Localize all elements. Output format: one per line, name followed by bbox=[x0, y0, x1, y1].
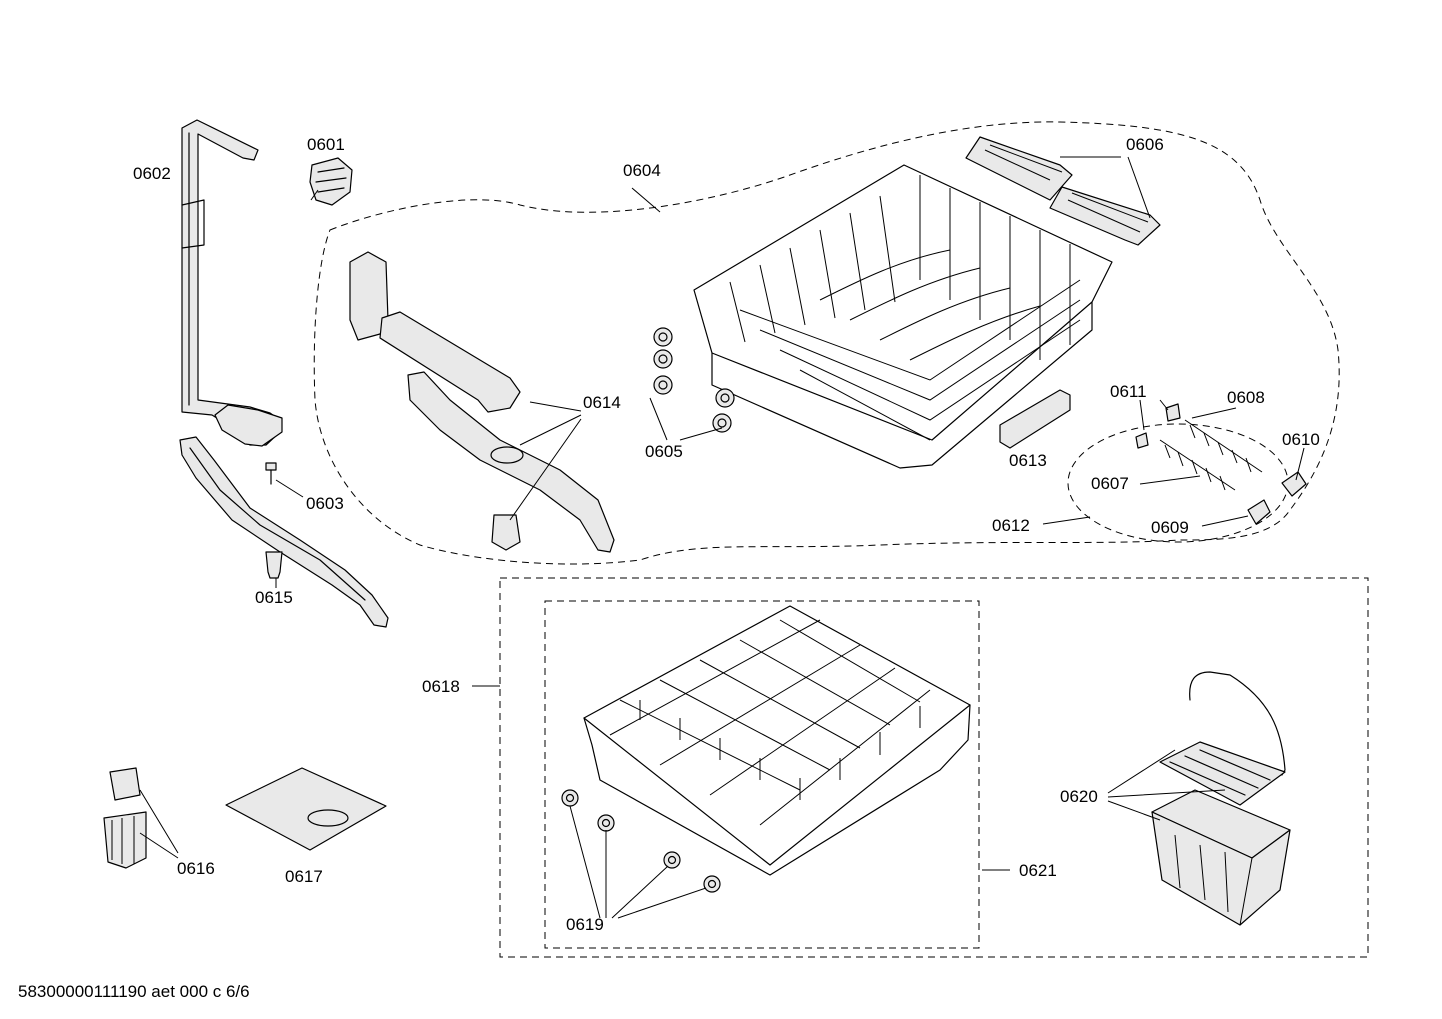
lower-rack-group-outline bbox=[499, 577, 1369, 958]
label-0615: 0615 bbox=[255, 588, 293, 607]
label-0603: 0603 bbox=[306, 494, 344, 513]
part-0616-filter bbox=[103, 767, 147, 869]
label-0604: 0604 bbox=[623, 161, 661, 180]
label-0614: 0614 bbox=[583, 393, 621, 412]
part-0619-lower-rack-wheels bbox=[561, 789, 721, 893]
label-0602: 0602 bbox=[133, 164, 171, 183]
lower-rack-inner-outline bbox=[544, 600, 980, 949]
part-0613-handle bbox=[999, 389, 1071, 449]
label-0617: 0617 bbox=[285, 867, 323, 886]
label-0607: 0607 bbox=[1091, 474, 1129, 493]
label-0618: 0618 bbox=[422, 677, 460, 696]
part-0604-upper-rack bbox=[693, 164, 1113, 469]
part-0605-rack-rollers bbox=[653, 327, 735, 433]
lower-dish-rack bbox=[583, 605, 971, 876]
label-0613: 0613 bbox=[1009, 451, 1047, 470]
part-0615-lower-spray-arm bbox=[179, 436, 389, 628]
part-0609-0610-0611-clips bbox=[1135, 403, 1307, 525]
label-0619: 0619 bbox=[566, 915, 604, 934]
upper-rack-group-outline bbox=[313, 121, 1340, 565]
leader-lines bbox=[139, 156, 1305, 919]
document-reference-footer: 58300000111190 aet 000 c 6/6 bbox=[18, 982, 250, 1001]
label-0606: 0606 bbox=[1126, 135, 1164, 154]
label-0608: 0608 bbox=[1227, 388, 1265, 407]
label-0601: 0601 bbox=[307, 135, 345, 154]
label-0621: 0621 bbox=[1019, 861, 1057, 880]
label-0620: 0620 bbox=[1060, 787, 1098, 806]
part-0606-cup-shelves bbox=[965, 136, 1161, 246]
part-0617-fine-filter-plate bbox=[225, 767, 387, 851]
label-0611: 0611 bbox=[1110, 382, 1147, 401]
part-0607-0608-fold-down-tines bbox=[1159, 419, 1263, 491]
part-0603-screw bbox=[265, 462, 277, 485]
label-0610: 0610 bbox=[1282, 430, 1320, 449]
part-0614-upper-spray-arm bbox=[349, 251, 615, 553]
label-0612: 0612 bbox=[992, 516, 1030, 535]
label-0616: 0616 bbox=[177, 859, 215, 878]
part-0620-cutlery-basket bbox=[1151, 671, 1291, 926]
label-0605: 0605 bbox=[645, 442, 683, 461]
part-0602-spray-supply-pipe bbox=[181, 119, 283, 447]
label-0609: 0609 bbox=[1151, 518, 1189, 537]
part-0601-cap bbox=[309, 157, 353, 206]
